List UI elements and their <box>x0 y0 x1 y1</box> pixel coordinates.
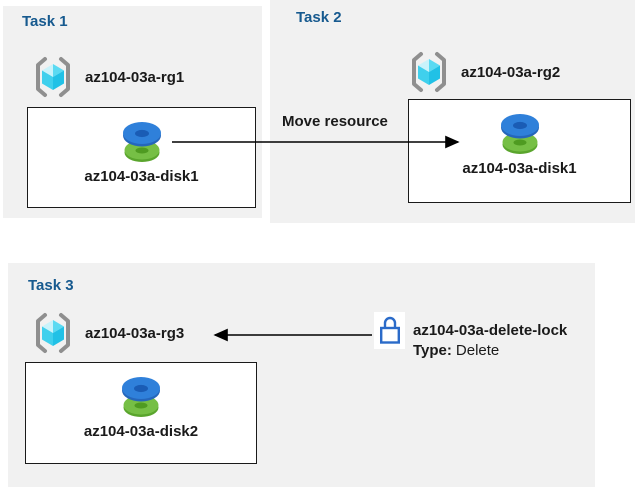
task1-resource-box: az104-03a-disk1 <box>27 107 256 208</box>
resource-group-icon <box>32 311 74 355</box>
resource-name: az104-03a-disk1 <box>462 160 577 177</box>
task3-title: Task 3 <box>28 277 74 294</box>
task1-resource-group: az104-03a-rg1 <box>32 55 184 99</box>
resource-name: az104-03a-disk2 <box>83 423 199 440</box>
resource-name: az104-03a-disk1 <box>84 168 199 185</box>
move-resource-label: Move resource <box>282 113 388 130</box>
task3-resource-box: az104-03a-disk2 <box>25 362 257 464</box>
task2-title: Task 2 <box>296 9 342 26</box>
delete-lock-name: az104-03a-delete-lock <box>413 322 568 339</box>
disk-icon <box>118 374 164 420</box>
lock-icon <box>377 315 403 346</box>
disk-icon <box>497 111 543 157</box>
resource-group-icon <box>32 55 74 99</box>
task2-panel: Task 2 az104-03a-rg2 <box>270 0 635 223</box>
resource-group-name: az104-03a-rg1 <box>85 68 185 86</box>
task2-resource-box: az104-03a-disk1 <box>408 99 631 203</box>
task2-resource-group: az104-03a-rg2 <box>408 50 560 94</box>
task3-panel: Task 3 az104-03a-rg3 <box>8 263 595 487</box>
task1-title: Task 1 <box>22 13 68 30</box>
lock-type-label: Type: <box>413 342 452 359</box>
delete-lock-text: az104-03a-delete-lock Type:Delete <box>413 321 567 361</box>
task3-resource-group: az104-03a-rg3 <box>32 311 184 355</box>
resource-group-icon <box>408 50 450 94</box>
task1-panel: Task 1 az104-03a-rg1 <box>3 6 262 218</box>
resource-group-name: az104-03a-rg2 <box>461 63 561 81</box>
disk-icon <box>119 119 165 165</box>
resource-group-name: az104-03a-rg3 <box>85 324 185 342</box>
lock-type-value: Delete <box>455 342 500 359</box>
delete-lock <box>374 312 405 349</box>
delete-lock-type: Type:Delete <box>413 341 567 361</box>
